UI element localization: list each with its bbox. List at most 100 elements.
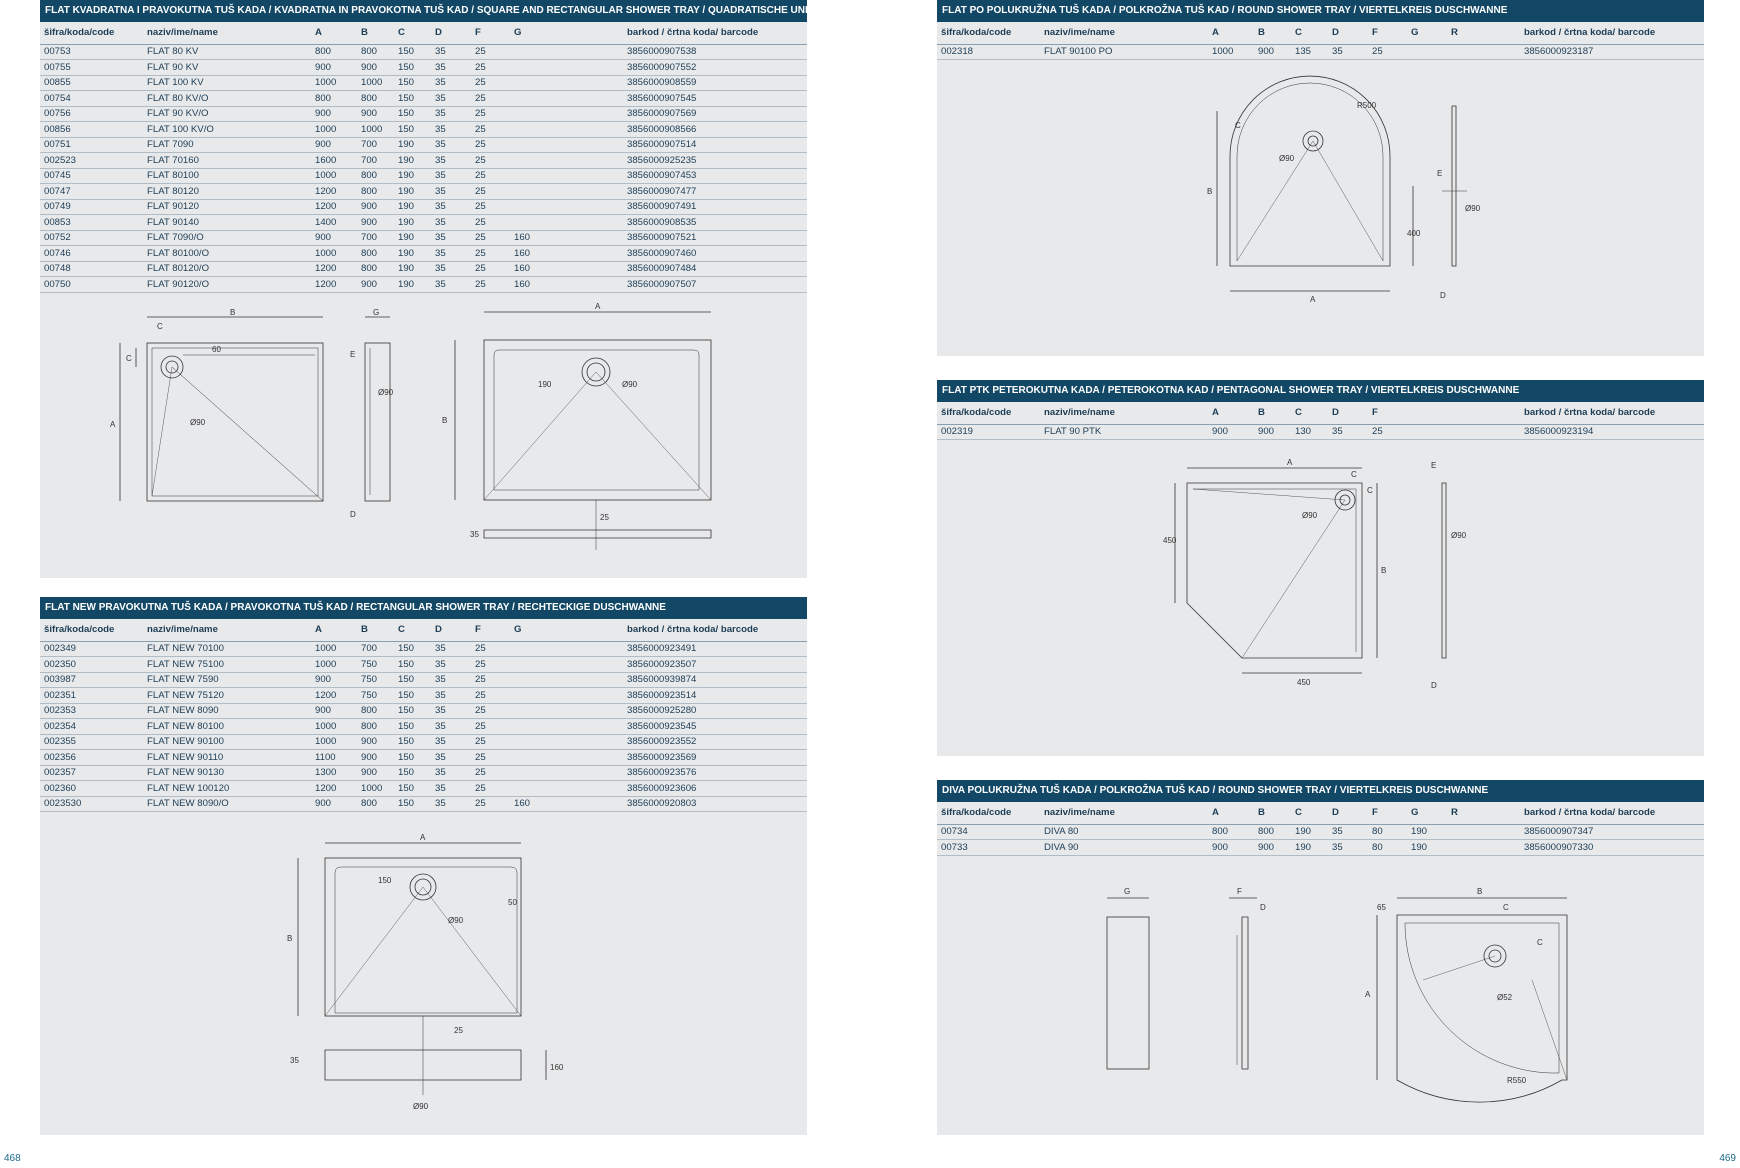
column-header: D [1328, 802, 1368, 825]
table-cell [1447, 44, 1520, 60]
table-cell: 3856000908566 [623, 121, 807, 138]
table-cell: 3856000923507 [623, 656, 807, 673]
table-cell: 35 [431, 245, 471, 262]
table-cell: 1000 [311, 121, 357, 138]
table-cell: 35 [431, 121, 471, 138]
table-cell: 190 [1407, 824, 1447, 840]
column-header: barkod / črtna koda/ barcode [1520, 402, 1704, 425]
table-cell: 3856000923187 [1520, 44, 1704, 60]
technical-drawing: A B 150 Ø90 50 25 35 160 Ø90 [287, 833, 564, 1111]
table-cell: 35 [431, 230, 471, 246]
table-cell [1447, 839, 1520, 856]
section-title: DIVA POLUKRUŽNA TUŠ KADA / POLKROŽNA TUŠ… [937, 780, 1704, 802]
table-cell: 1000 [357, 780, 394, 797]
section-flat-new: FLAT NEW PRAVOKUTNA TUŠ KADA / PRAVOKOTN… [40, 597, 807, 1135]
table-cell [510, 656, 623, 673]
table-cell: DIVA 90 [1040, 839, 1208, 856]
column-header: D [1328, 402, 1368, 425]
table-cell: 3856000908559 [623, 75, 807, 91]
table-cell: 00753 [40, 44, 143, 60]
table-cell [510, 672, 623, 688]
dim-label: 450 [1297, 678, 1311, 687]
table-cell: 3856000907460 [623, 245, 807, 262]
table-cell: 900 [311, 703, 357, 719]
dim-label: B [1477, 887, 1482, 896]
table-cell: 35 [1328, 44, 1368, 60]
table-cell: 00749 [40, 199, 143, 215]
dim-label: A [1287, 458, 1293, 467]
table-cell: 150 [394, 765, 431, 781]
dim-label: C [157, 322, 163, 331]
column-header: B [357, 619, 394, 642]
table-cell: 150 [394, 75, 431, 91]
table-cell: 700 [357, 137, 394, 153]
column-header: C [394, 619, 431, 642]
dim-label: C [1503, 903, 1509, 912]
table-cell: 150 [394, 672, 431, 688]
technical-drawing: R500 C Ø90 B 400 A E Ø90 D [1207, 75, 1481, 304]
table-cell: 00746 [40, 245, 143, 262]
table-cell: 25 [471, 121, 510, 138]
table-cell [1407, 44, 1447, 60]
table-cell: 190 [1291, 824, 1328, 840]
dim-label: D [1260, 903, 1266, 912]
column-header: G [1407, 22, 1447, 45]
column-header: R [1447, 22, 1520, 45]
table-cell: 190 [394, 183, 431, 200]
table-cell [510, 765, 623, 781]
table-cell: 35 [431, 168, 471, 184]
table-cell: 35 [431, 780, 471, 797]
table-cell: 25 [471, 656, 510, 673]
table-cell: 800 [357, 44, 394, 60]
table-cell: 25 [471, 230, 510, 246]
table-cell: 35 [431, 44, 471, 60]
table-cell: 1000 [357, 75, 394, 91]
column-header: barkod / črtna koda/ barcode [623, 619, 807, 642]
table-cell: 00750 [40, 276, 143, 293]
column-header: naziv/ime/name [143, 619, 311, 642]
table-cell: 900 [357, 214, 394, 231]
table-cell: 150 [394, 90, 431, 107]
table-cell: 900 [357, 734, 394, 750]
table-cell: 1300 [311, 765, 357, 781]
table-cell: 1000 [311, 718, 357, 735]
table-cell: 3856000908535 [623, 214, 807, 231]
table-cell: 3856000923576 [623, 765, 807, 781]
table-cell: 00855 [40, 75, 143, 91]
column-header: šifra/koda/code [40, 619, 143, 642]
table-cell: 900 [1254, 44, 1291, 60]
column-header: C [1291, 802, 1328, 825]
column-header: šifra/koda/code [40, 22, 143, 45]
column-header: A [311, 22, 357, 45]
table-cell: FLAT NEW 70100 [143, 641, 311, 657]
page-number-right: 469 [1719, 1153, 1736, 1164]
column-header: G [1407, 802, 1447, 825]
table-cell [510, 687, 623, 704]
table-cell: 190 [394, 137, 431, 153]
column-header: G [510, 619, 623, 642]
dim-label: B [287, 934, 292, 943]
table-cell: 00752 [40, 230, 143, 246]
table-cell: 35 [1328, 824, 1368, 840]
table-cell: 35 [431, 59, 471, 76]
table-cell: 190 [394, 230, 431, 246]
dim-label: E [1431, 461, 1436, 470]
table-cell: 1200 [311, 687, 357, 704]
column-header: šifra/koda/code [937, 402, 1040, 425]
table-cell [510, 121, 623, 138]
table-cell: 800 [357, 703, 394, 719]
table-cell: 25 [471, 687, 510, 704]
table-cell: 80 [1368, 824, 1407, 840]
table-cell: FLAT 80100 [143, 168, 311, 184]
table-cell [510, 199, 623, 215]
table-cell: 160 [510, 261, 623, 277]
